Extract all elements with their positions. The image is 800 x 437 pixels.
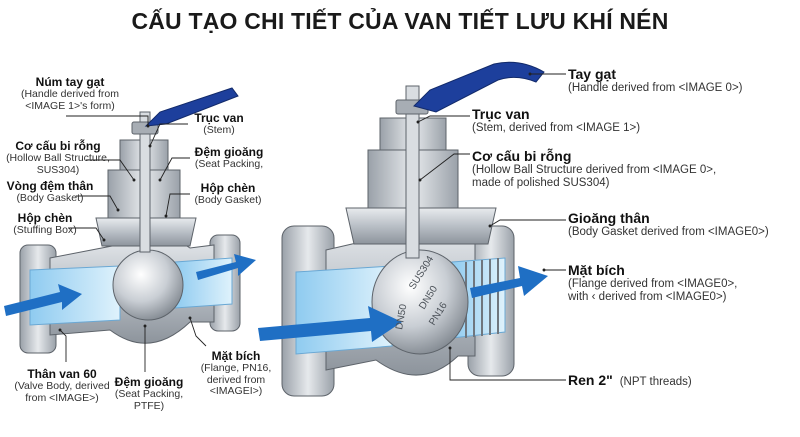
right-valve-stem	[405, 85, 420, 259]
label-left-stuffing-right: Hộp chèn (Body Gasket)	[194, 181, 262, 206]
label-left-seat-top: Đệm gioăng (Seat Packing,	[194, 145, 264, 170]
right-valve-handle	[413, 61, 545, 113]
right-valve: SUS304 DN50 PN16 DN50	[258, 61, 548, 397]
label-left-body: Thân van 60 (Valve Body, derived from <I…	[14, 367, 110, 404]
label-left-flange: Mặt bích (Flange, PN16, derived from <IM…	[200, 349, 272, 397]
label-right-flange: Mặt bích (Flange derived from <IMAGE0>, …	[568, 262, 738, 303]
label-left-ball: Cơ cấu bi rỗng (Hollow Ball Structure, S…	[6, 139, 110, 176]
left-valve-inlet-arrow	[4, 284, 82, 316]
left-valve-ball	[112, 249, 184, 321]
marking-dn50-side: DN50	[394, 303, 409, 331]
label-right-handle: Tay gạt (Handle derived from <IMAGE 0>)	[568, 66, 743, 94]
label-right-thread: Ren 2" (NPT threads)	[568, 372, 692, 388]
label-left-stem: Trục van (Stem)	[194, 111, 244, 136]
label-right-gasket: Gioăng thân (Body Gasket derived from <I…	[568, 210, 769, 238]
label-left-gasket-ring: Vòng đệm thân (Body Gasket)	[6, 179, 94, 204]
left-valve	[4, 87, 256, 354]
right-valve-ball	[371, 249, 469, 355]
right-valve-outlet-arrow	[470, 266, 548, 298]
leader-lines	[58, 72, 566, 381]
left-valve-stem	[139, 111, 151, 253]
label-left-stuffing-left: Hộp chèn (Stuffing Box)	[13, 211, 77, 236]
left-valve-outlet-arrow	[196, 254, 256, 280]
label-right-ball: Cơ cấu bi rỗng (Hollow Ball Structure de…	[472, 148, 717, 189]
right-valve-inlet-arrow	[258, 306, 402, 342]
label-left-seat-bottom: Đệm gioăng (Seat Packing, PTFE)	[114, 375, 184, 412]
label-left-handle: Núm tay gạt (Handle derived from <IMAGE …	[20, 75, 120, 112]
right-valve-bonnet	[345, 207, 497, 245]
label-right-stem: Trục van (Stem, derived from <IMAGE 1>)	[472, 106, 641, 134]
diagram-title: CẤU TẠO CHI TIẾT CỦA VAN TIẾT LƯU KHÍ NÉ…	[131, 8, 669, 34]
